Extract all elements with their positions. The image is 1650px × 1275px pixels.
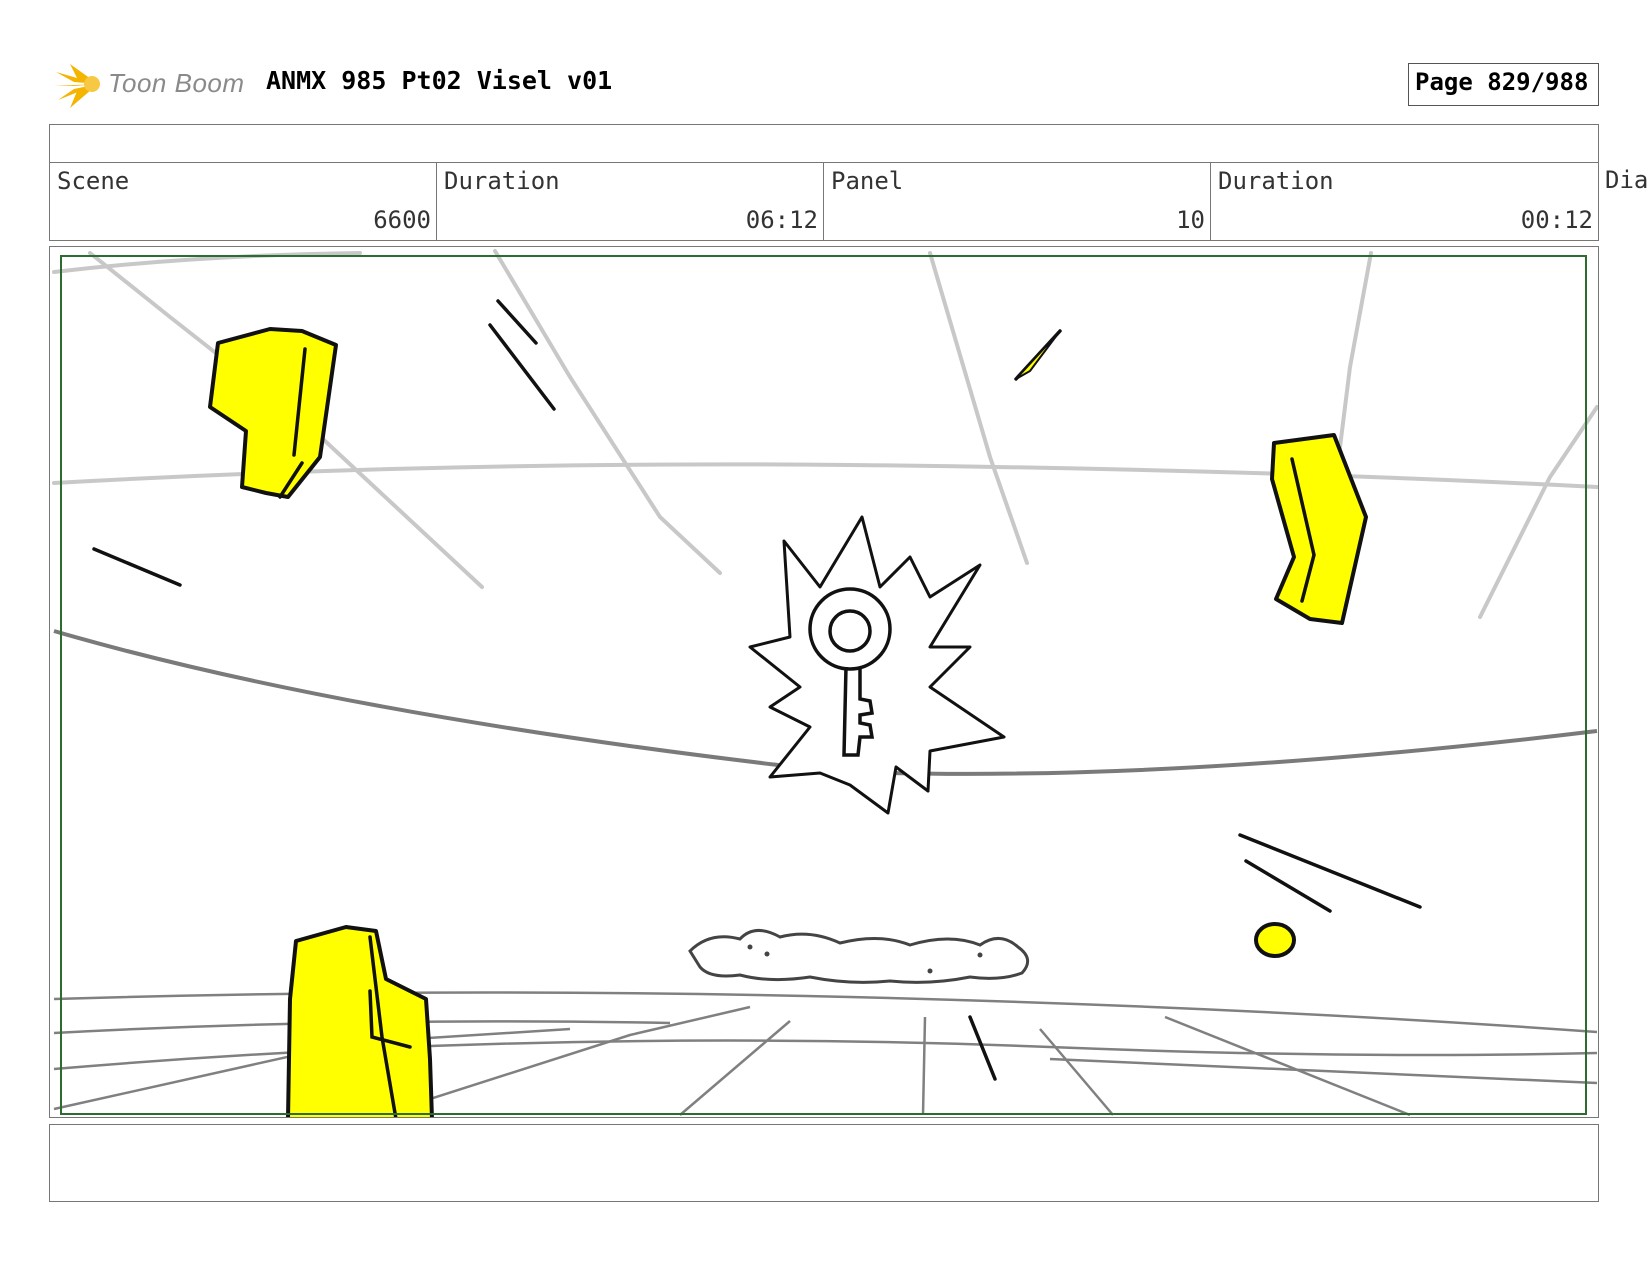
scene-duration-cell: Duration 06:12 xyxy=(437,163,824,240)
safe-frame xyxy=(60,255,1587,1115)
page-indicator: Page 829/988 xyxy=(1408,63,1599,106)
panel-drawing xyxy=(52,249,1598,1117)
dialogue-label-cutoff: Dia xyxy=(1605,166,1649,194)
storyboard-panel xyxy=(49,246,1599,1118)
panel-label: Panel xyxy=(831,167,904,195)
panel-value: 10 xyxy=(1176,206,1205,234)
panel-duration-label: Duration xyxy=(1218,167,1334,195)
scene-label: Scene xyxy=(57,167,130,195)
scene-duration-label: Duration xyxy=(444,167,560,195)
panel-cell: Panel 10 xyxy=(824,163,1211,240)
panel-duration-value: 00:12 xyxy=(1520,206,1593,234)
speed-streaks xyxy=(92,299,1422,1081)
dust-cloud-icon xyxy=(688,929,1030,984)
scene-cell: Scene 6600 xyxy=(50,163,437,240)
scene-value: 6600 xyxy=(373,206,431,234)
panel-duration-cell: Duration 00:12 xyxy=(1211,163,1598,240)
logo-text: Toon Boom xyxy=(108,68,245,98)
scene-duration-value: 06:12 xyxy=(745,206,818,234)
notes-box xyxy=(49,1124,1599,1202)
info-table: Scene 6600 Duration 06:12 Panel 10 Durat… xyxy=(49,124,1599,241)
sunburst-logo-icon xyxy=(54,64,100,108)
info-table-cells: Scene 6600 Duration 06:12 Panel 10 Durat… xyxy=(50,163,1598,240)
yellow-rock-icon xyxy=(208,327,1368,1117)
project-title: ANMX 985 Pt02 Visel v01 xyxy=(266,66,613,95)
toon-boom-logo: Toon Boom xyxy=(52,58,252,110)
key-icon xyxy=(808,587,892,757)
info-table-top-row xyxy=(50,125,1598,163)
burst-icon xyxy=(748,515,1006,815)
